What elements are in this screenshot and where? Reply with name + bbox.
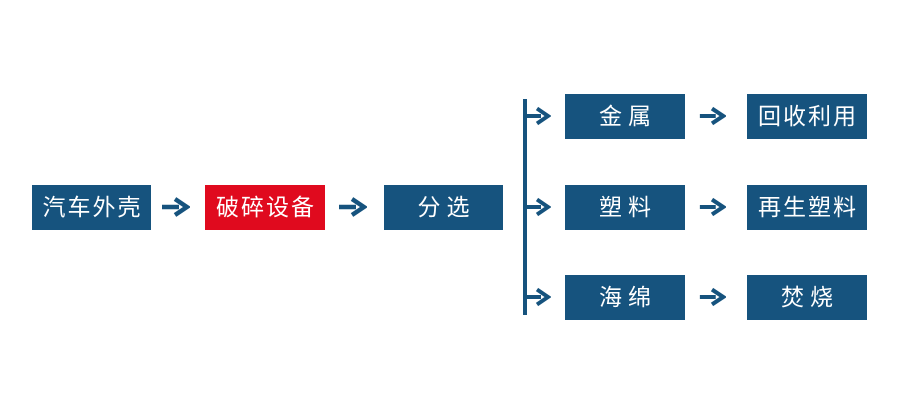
arrow-right-icon	[162, 197, 190, 217]
node-recycled-plastic: 再生塑料	[747, 185, 867, 230]
arrow-right-icon	[526, 197, 551, 217]
arrow-right-icon	[699, 197, 726, 217]
arrow-right-icon	[339, 197, 367, 217]
branch-connector-line	[523, 99, 527, 315]
arrow-right-icon	[699, 106, 726, 126]
node-sorting: 分选	[384, 185, 503, 230]
node-recycling-reuse: 回收利用	[747, 94, 867, 139]
node-plastic: 塑料	[565, 185, 685, 230]
arrow-right-icon	[526, 106, 551, 126]
node-metal: 金属	[565, 94, 685, 139]
arrow-right-icon	[699, 287, 726, 307]
arrow-right-icon	[526, 287, 551, 307]
node-sponge: 海绵	[565, 275, 685, 320]
node-crushing-equipment: 破碎设备	[205, 185, 325, 230]
node-car-shell: 汽车外壳	[32, 185, 151, 230]
node-incineration: 焚烧	[747, 275, 867, 320]
